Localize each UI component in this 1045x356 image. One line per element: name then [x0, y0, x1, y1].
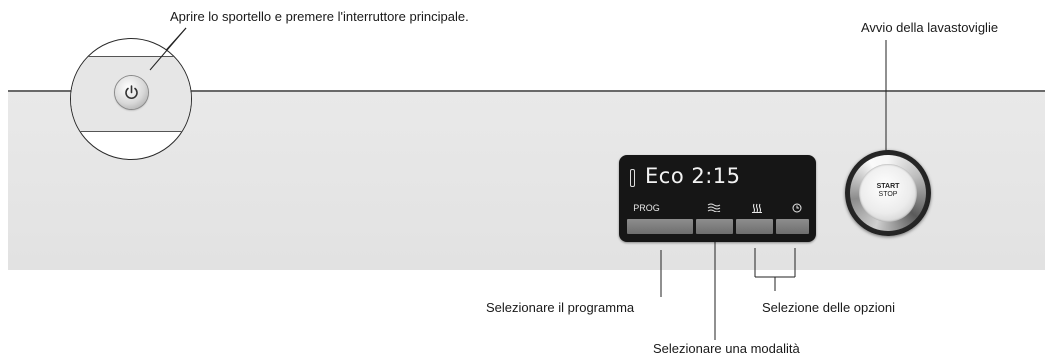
program-caption: Selezionare il programma [486, 300, 635, 315]
main-power-button[interactable] [115, 76, 148, 109]
display-screen-text: Eco 2:15 [645, 164, 741, 188]
timer-touch-button[interactable] [776, 219, 809, 234]
mode-waves-icon [699, 203, 729, 214]
program-touch-button[interactable] [627, 219, 693, 234]
heat-dry-icon [742, 203, 772, 215]
start-label: START [876, 183, 900, 190]
knob-face: START STOP [859, 164, 917, 222]
main-switch-magnifier [70, 38, 192, 160]
main-switch-caption: Aprire lo sportello e premere l'interrut… [170, 9, 469, 24]
clock-icon [782, 203, 812, 215]
display-panel: Eco 2:15 PROG [619, 155, 816, 242]
stop-label: STOP [878, 191, 898, 198]
options-caption: Selezione delle opzioni [762, 300, 895, 315]
program-indicator-icon [630, 169, 635, 187]
start-stop-label: START STOP [859, 183, 917, 199]
mode-touch-button[interactable] [696, 219, 733, 234]
start-caption: Avvio della lavastoviglie [861, 20, 999, 35]
mode-caption: Selezionare una modalità [653, 341, 800, 356]
prog-label: PROG [633, 203, 660, 213]
option-touch-button[interactable] [736, 219, 773, 234]
start-stop-button[interactable]: START STOP [845, 150, 931, 236]
power-icon [125, 85, 138, 100]
